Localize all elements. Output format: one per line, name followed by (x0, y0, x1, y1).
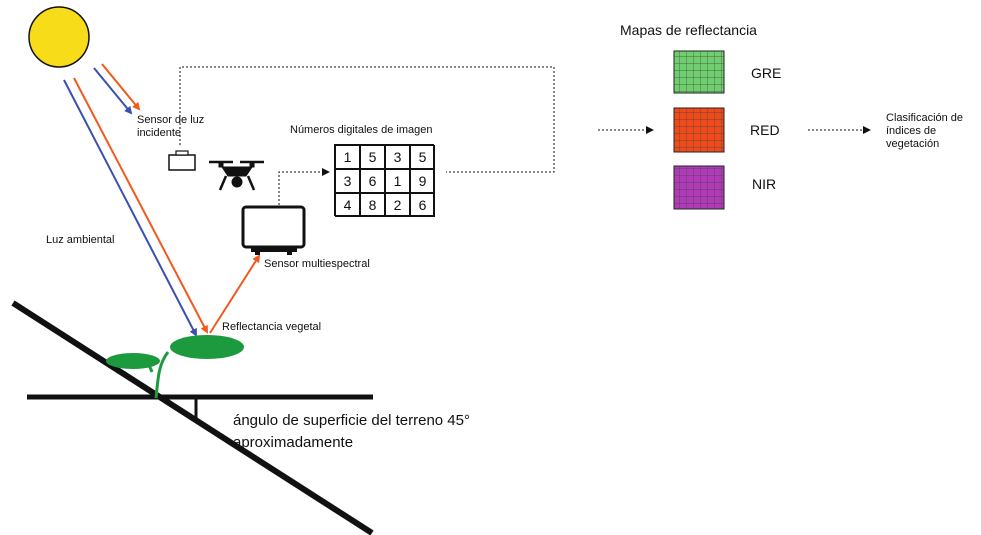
grid-cell: 6 (360, 169, 385, 193)
grid-cell: 9 (410, 169, 435, 193)
grid-cell: 3 (335, 169, 360, 193)
band-map-red (673, 107, 725, 153)
terrain-slope-line (11, 300, 374, 535)
grid-cell: 4 (335, 193, 360, 217)
light-sensor-icon (168, 150, 196, 171)
grid-cell: 1 (385, 169, 410, 193)
multispectral-sensor-label: Sensor multiespectral (264, 258, 370, 270)
band-map-gre (673, 50, 725, 94)
grid-cell: 3 (385, 145, 410, 169)
sensor-to-grid-connector (179, 66, 555, 173)
band-label-gre: GRE (751, 65, 782, 81)
plant-icon (106, 335, 244, 399)
camera-to-grid-connector (278, 168, 330, 205)
multispectral-camera-icon (241, 205, 306, 255)
orange-ray-to-sensor (101, 63, 141, 111)
band-label-red: RED (750, 122, 780, 138)
ambient-light-label: Luz ambiental (46, 234, 115, 246)
vegetation-index-classification-label: Clasificación de índices de vegetación (886, 112, 964, 150)
reflected-ray (209, 254, 261, 334)
grid-cell: 5 (410, 145, 435, 169)
grid-cell: 2 (385, 193, 410, 217)
plant-reflectance-label: Reflectancia vegetal (222, 321, 322, 333)
grid-cell: 8 (360, 193, 385, 217)
digital-number-grid: 1 5 3 5 3 6 1 9 4 8 2 6 (334, 144, 435, 217)
blue-ray-to-sensor (93, 67, 133, 115)
reflectance-maps-title: Mapas de reflectancia (620, 22, 757, 38)
orange-ray-to-plant (73, 77, 208, 334)
digital-numbers-label: Números digitales de imagen (290, 124, 433, 136)
grid-cell: 5 (360, 145, 385, 169)
band-label-nir: NIR (752, 176, 777, 192)
incident-light-sensor-label: Sensor de luz incidente (137, 114, 205, 139)
grid-cell: 6 (410, 193, 435, 217)
drone-icon (209, 160, 264, 191)
grid-cell: 1 (335, 145, 360, 169)
sun-icon (28, 6, 90, 68)
terrain-angle-label: ángulo de superficie del terreno 45° apr… (233, 412, 470, 451)
band-map-nir (673, 165, 725, 210)
blue-ray-to-plant (63, 79, 197, 337)
